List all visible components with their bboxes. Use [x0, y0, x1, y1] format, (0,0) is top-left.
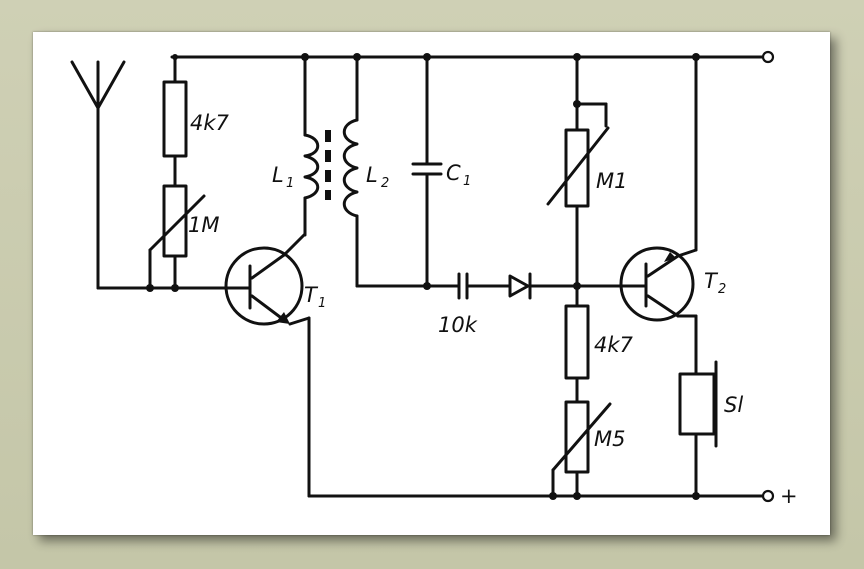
junction-dot	[573, 100, 581, 108]
resistor-4k7-left-label: 4k7	[190, 111, 230, 135]
speaker-Sl-label: Sl	[724, 393, 743, 417]
inductor-L2-label: L	[366, 163, 378, 187]
junction-dot	[423, 282, 431, 290]
resistor-4k7-lower: 4k7	[564, 284, 634, 404]
svg-text:2: 2	[718, 282, 726, 297]
diode	[508, 272, 632, 300]
transistor-T2-label: T	[704, 269, 719, 293]
plus-terminal	[761, 489, 775, 503]
antenna-symbol	[70, 60, 230, 290]
potentiometer-M1-label: M1	[596, 169, 627, 193]
ferrite-core	[325, 130, 331, 200]
svg-text:1: 1	[286, 176, 294, 191]
svg-text:2: 2	[381, 176, 389, 191]
inductor-L1-label: L	[272, 163, 284, 187]
transistor-T1: T 1	[224, 233, 326, 326]
junction-dot	[301, 53, 309, 61]
svg-text:1: 1	[318, 296, 326, 311]
junction-dot	[423, 53, 431, 61]
potentiometer-1M: 1M	[148, 184, 219, 290]
plus-label: +	[780, 484, 798, 508]
speaker-Sl: Sl	[678, 314, 743, 498]
capacitor-10k-label: 10k	[438, 313, 478, 337]
wire	[288, 316, 311, 326]
top-rail-wire	[170, 50, 775, 64]
junction-dot	[573, 492, 581, 500]
top-terminal	[761, 50, 775, 64]
potentiometer-M5: M5	[551, 400, 625, 498]
junction-dot	[692, 53, 700, 61]
junction-dot	[172, 54, 178, 60]
junction-dot	[171, 284, 179, 292]
potentiometer-1M-label: 1M	[188, 213, 219, 237]
inductor-L2: L 2	[342, 55, 389, 288]
junction-dot	[353, 53, 361, 61]
svg-text:1: 1	[463, 174, 471, 189]
potentiometer-M5-label: M5	[594, 427, 625, 451]
resistor-4k7-lower-label: 4k7	[594, 333, 634, 357]
inductor-L1: L 1	[272, 55, 320, 237]
capacitor-C1-label: C	[446, 161, 461, 185]
transistor-T1-label: T	[304, 283, 319, 307]
junction-dot	[549, 492, 557, 500]
capacitor-10k: 10k	[438, 272, 512, 337]
bottom-rail-wire: +	[307, 484, 798, 508]
potentiometer-M1: M1	[546, 55, 627, 288]
transistor-T2: T 2	[619, 246, 726, 322]
junction-dot	[146, 284, 154, 292]
capacitor-C1: C 1	[411, 55, 471, 288]
junction-dot	[692, 492, 700, 500]
junction-dot	[573, 53, 581, 61]
resistor-4k7-left: 4k7	[162, 55, 230, 188]
